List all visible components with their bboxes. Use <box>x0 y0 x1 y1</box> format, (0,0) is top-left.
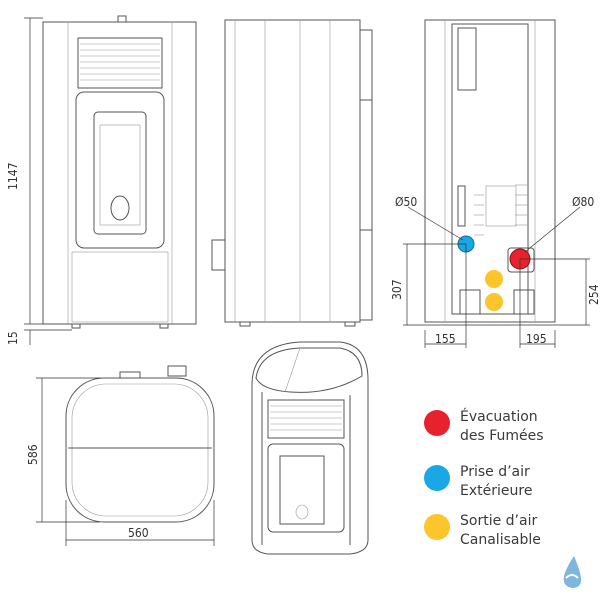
exhaust-offset-label: 195 <box>526 332 547 346</box>
intake-height-label: 307 <box>390 279 404 300</box>
depth-label: 586 <box>26 444 40 465</box>
top-dimensions: 586 560 <box>26 377 215 546</box>
yellow-dot-icon <box>424 514 450 540</box>
foot-height-label: 15 <box>6 331 20 345</box>
intake-offset-label: 155 <box>435 332 456 346</box>
ducted-air-outlet-marker <box>485 293 503 311</box>
side-view <box>211 19 373 327</box>
front-view <box>42 15 197 329</box>
legend-label: des Fumées <box>460 428 544 444</box>
back-view <box>424 19 556 323</box>
ducted-air-outlet-marker <box>485 270 503 288</box>
legend-label: Évacuation <box>460 409 538 425</box>
height-total-label: 1147 <box>6 163 20 190</box>
blue-dot-icon <box>424 465 450 491</box>
intake-diameter-label: Ø50 <box>395 195 417 209</box>
legend-label: Prise d’air <box>460 464 530 480</box>
width-label: 560 <box>128 526 149 540</box>
legend-label: Extérieure <box>460 483 533 499</box>
water-drop-logo-icon <box>563 556 582 588</box>
top-view <box>65 365 215 523</box>
legend-label: Canalisable <box>460 532 541 548</box>
exhaust-diameter-label: Ø80 <box>572 195 594 209</box>
height-dimension: 1147 15 <box>6 17 72 345</box>
red-dot-icon <box>424 410 450 436</box>
exhaust-height-label: 254 <box>587 284 600 305</box>
perspective-view <box>251 341 369 555</box>
legend-label: Sortie d’air <box>460 513 538 529</box>
back-dimensions: Ø50 Ø80 307 254 155 195 <box>390 195 600 348</box>
